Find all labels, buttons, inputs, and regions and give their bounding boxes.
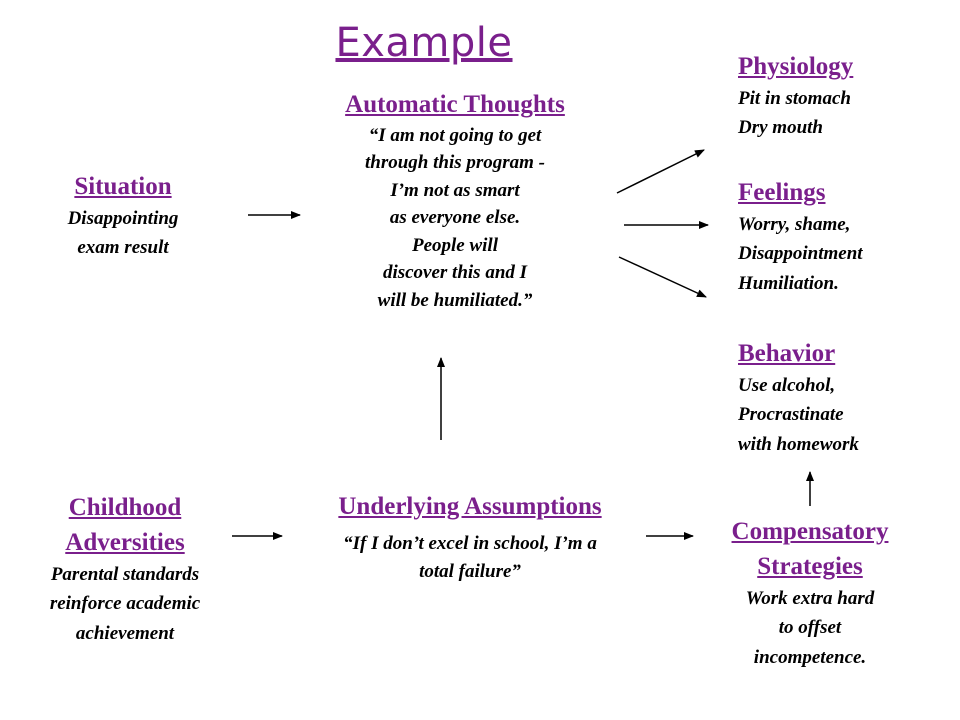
underlying-line: total failure”: [419, 561, 521, 583]
situation-box: Situation Disappointing exam result: [38, 170, 208, 263]
childhood-heading-line: Childhood: [68, 494, 182, 521]
situation-line: exam result: [77, 237, 169, 259]
automatic-thoughts-line: I’m not as smart: [390, 179, 520, 201]
behavior-line: with homework: [738, 433, 859, 455]
compensatory-strategies-box: Compensatory Strategies Work extra hard …: [690, 514, 930, 672]
compensatory-line: to offset: [778, 617, 842, 639]
compensatory-heading-line: Strategies: [757, 553, 863, 580]
behavior-box: Behavior Use alcohol, Procrastinate with…: [738, 337, 953, 459]
behavior-line: Use alcohol,: [738, 374, 836, 396]
automatic-thoughts-line: discover this and I: [382, 262, 528, 284]
automatic-thoughts-line: People will: [411, 234, 498, 256]
automatic-thoughts-line: will be humiliated.”: [377, 290, 533, 312]
feelings-text: Worry, shame, Disappointment Humiliation…: [738, 210, 953, 298]
childhood-line: Parental standards: [50, 564, 200, 585]
feelings-line: Worry, shame,: [738, 213, 851, 235]
physiology-box: Physiology Pit in stomach Dry mouth: [738, 50, 948, 143]
arrow-thoughts-to-physiology: [616, 149, 705, 194]
situation-text: Disappointing exam result: [38, 204, 208, 263]
physiology-line: Dry mouth: [738, 117, 823, 139]
childhood-text: Parental standards reinforce academic ac…: [10, 560, 240, 648]
situation-heading: Situation: [74, 173, 172, 200]
compensatory-heading-line: Compensatory: [731, 518, 889, 545]
arrow-thoughts-to-behavior: [618, 256, 707, 298]
feelings-line: Disappointment: [738, 243, 863, 265]
behavior-text: Use alcohol, Procrastinate with homework: [738, 371, 953, 459]
compensatory-heading: Compensatory Strategies: [690, 514, 930, 584]
childhood-line: achievement: [75, 622, 175, 644]
automatic-thoughts-heading: Automatic Thoughts: [345, 91, 565, 118]
compensatory-line: incompetence.: [753, 646, 867, 668]
childhood-line: reinforce academic: [49, 593, 201, 615]
automatic-thoughts-line: through this program -: [364, 152, 546, 174]
feelings-heading: Feelings: [738, 179, 826, 206]
underlying-text: “If I don’t excel in school, I’m a total…: [270, 530, 670, 587]
page-title: Example: [335, 20, 513, 66]
childhood-adversities-box: Childhood Adversities Parental standards…: [10, 490, 240, 648]
behavior-heading: Behavior: [738, 340, 836, 367]
feelings-box: Feelings Worry, shame, Disappointment Hu…: [738, 176, 953, 298]
underlying-line: “If I don’t excel in school, I’m a: [343, 532, 597, 554]
behavior-line: Procrastinate: [738, 404, 844, 426]
compensatory-line: Work extra hard: [745, 588, 875, 609]
underlying-assumptions-box: Underlying Assumptions “If I don’t excel…: [270, 490, 670, 587]
automatic-thoughts-line: as everyone else.: [389, 207, 521, 229]
compensatory-text: Work extra hard to offset incompetence.: [690, 584, 930, 672]
automatic-thoughts-text: “I am not going to get through this prog…: [290, 122, 620, 315]
situation-line: Disappointing: [67, 207, 179, 229]
childhood-heading-line: Adversities: [65, 529, 185, 556]
feelings-line: Humiliation.: [738, 272, 839, 294]
physiology-line: Pit in stomach: [738, 87, 851, 109]
automatic-thoughts-box: Automatic Thoughts “I am not going to ge…: [290, 88, 620, 315]
underlying-heading: Underlying Assumptions: [338, 493, 602, 520]
physiology-heading: Physiology: [738, 53, 854, 80]
automatic-thoughts-line: “I am not going to get: [368, 124, 542, 146]
childhood-heading: Childhood Adversities: [10, 490, 240, 560]
physiology-text: Pit in stomach Dry mouth: [738, 84, 948, 143]
